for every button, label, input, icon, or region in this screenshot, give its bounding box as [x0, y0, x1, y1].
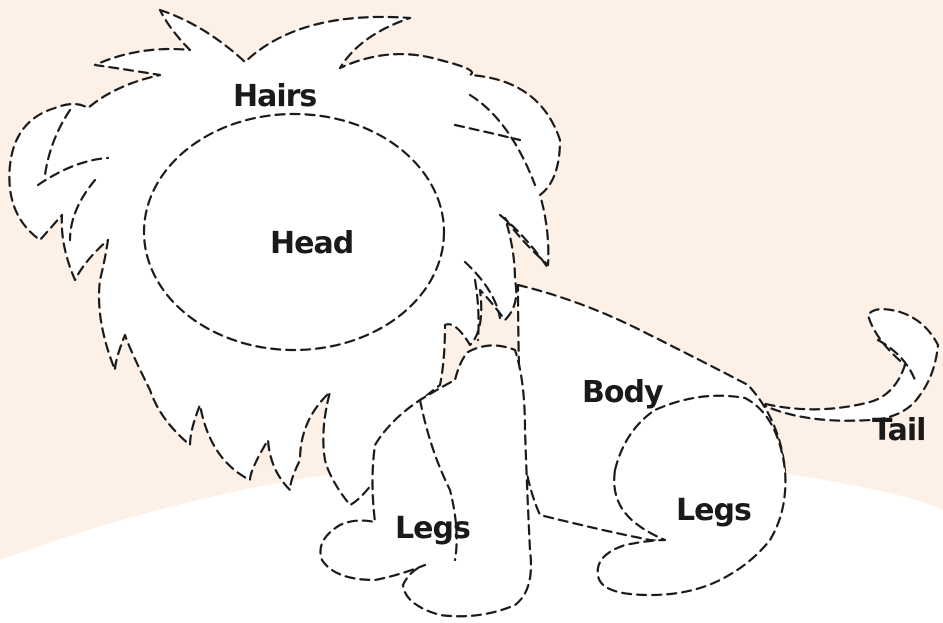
mane-spike-left-3 [68, 178, 97, 242]
tail-outline [743, 308, 940, 422]
front-leg-inner-line [418, 398, 458, 562]
front-leg-outline [319, 344, 533, 618]
mane-spike-right-2 [468, 93, 537, 187]
mane-spike-left-2 [43, 108, 72, 177]
mane-spike-right-1 [453, 123, 522, 142]
mane-spike-right-3 [498, 213, 550, 270]
label-body: Body [582, 375, 664, 410]
tail-tuft [876, 338, 917, 382]
head-outline [142, 112, 446, 352]
label-hairs: Hairs [233, 79, 316, 114]
mane-spike-left-1 [36, 156, 110, 187]
label-tail: Tail [872, 413, 925, 448]
label-legs-front: Legs [395, 511, 470, 546]
label-head: Head [270, 226, 353, 261]
mane-spike-right-4 [463, 260, 502, 320]
label-legs-back: Legs [676, 493, 751, 528]
back-leg-outline [596, 394, 787, 597]
mane-spike-right-5 [473, 278, 480, 342]
